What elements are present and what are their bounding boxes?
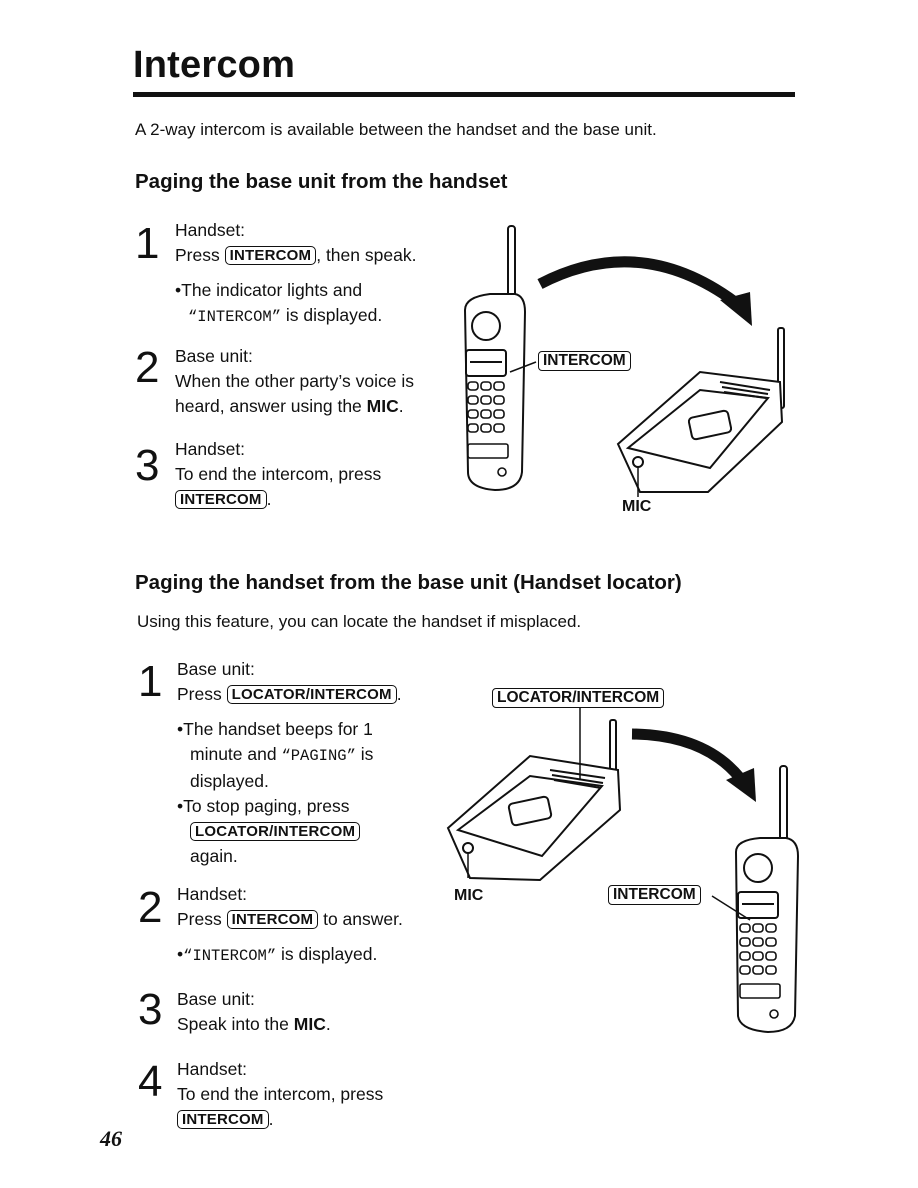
s2-step4: Handset: To end the intercom, press INTE… — [177, 1059, 384, 1129]
s1-step1-line1: Handset: — [175, 220, 246, 240]
section1-heading: Paging the base unit from the handset — [135, 170, 508, 193]
s2-step2-number: 2 — [138, 883, 163, 932]
section2-subtext: Using this feature, you can locate the h… — [137, 612, 582, 631]
intercom-key: INTERCOM — [175, 490, 267, 509]
base-unit-icon — [446, 719, 622, 882]
intercom-key: INTERCOM — [177, 1110, 269, 1129]
s1-step1: Handset: Press INTERCOM, then speak. The… — [175, 218, 416, 330]
locator-intercom-callout: LOCATOR/INTERCOM — [492, 688, 665, 708]
s2-step1: Base unit: Press LOCATOR/INTERCOM. The h… — [177, 657, 402, 869]
s1-step3-number: 3 — [135, 441, 160, 490]
s1-step1-line2: Press INTERCOM, then speak. — [175, 245, 417, 265]
arrowhead-icon — [726, 768, 756, 802]
s1-step1-bullet: The indicator lights and — [175, 278, 416, 303]
s1-step1-number: 1 — [135, 219, 160, 268]
s2-step3: Base unit: Speak into the MIC. — [177, 989, 331, 1034]
intercom-callout: INTERCOM — [608, 885, 701, 905]
page-title: Intercom — [133, 44, 296, 86]
page-number: 46 — [100, 1126, 122, 1151]
curved-arrow-icon — [631, 728, 745, 782]
handset-to-base-figure — [463, 225, 785, 497]
mic-label: MIC — [454, 887, 484, 904]
intro-text: A 2-way intercom is available between th… — [135, 120, 657, 139]
arrowhead-icon — [720, 292, 752, 326]
curved-arrow-icon — [537, 256, 739, 307]
mic-label: MIC — [622, 498, 652, 515]
intercom-key: INTERCOM — [226, 910, 319, 929]
locator-intercom-key: LOCATOR/INTERCOM — [190, 822, 361, 841]
intercom-key: INTERCOM — [224, 246, 317, 265]
section2-heading: Paging the handset from the base unit (H… — [135, 571, 682, 594]
locator-intercom-key: LOCATOR/INTERCOM — [226, 685, 397, 704]
handset-icon — [463, 225, 527, 492]
intercom-callout: INTERCOM — [538, 351, 631, 371]
s2-step2: Handset: Press INTERCOM to answer. “INTE… — [177, 882, 403, 969]
s1-step2: Base unit: When the other party’s voice … — [175, 346, 414, 416]
title-rule — [133, 92, 795, 97]
s2-step3-number: 3 — [138, 985, 163, 1034]
handset-keypad-icon — [467, 381, 509, 477]
s1-step2-number: 2 — [135, 343, 160, 392]
base-to-handset-figure — [446, 708, 800, 1034]
s2-step4-number: 4 — [138, 1057, 163, 1106]
s1-step3: Handset: To end the intercom, press INTE… — [175, 439, 382, 509]
base-unit-icon — [616, 327, 785, 493]
handset-keypad-icon — [739, 923, 781, 1019]
s2-step1-number: 1 — [138, 657, 163, 706]
